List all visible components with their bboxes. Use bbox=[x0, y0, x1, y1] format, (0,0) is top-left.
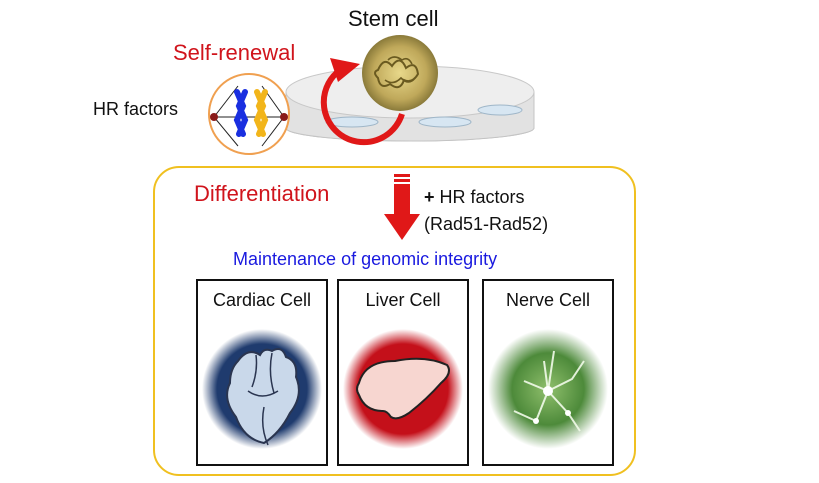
maintenance-label: Maintenance of genomic integrity bbox=[233, 249, 498, 269]
differentiation-label: Differentiation bbox=[194, 181, 330, 206]
differentiation-frame bbox=[153, 166, 636, 476]
stem-cell-icon bbox=[362, 35, 438, 111]
hr-factors-added-label: + HR factors bbox=[424, 187, 525, 208]
liver-cell-title: Liver Cell bbox=[365, 290, 441, 310]
nerve-cell-panel: Nerve Cell bbox=[482, 279, 614, 466]
heart-icon bbox=[202, 329, 322, 449]
plus-sign: + bbox=[424, 187, 435, 207]
neuron-icon bbox=[488, 329, 608, 449]
self-renewal-label: Self-renewal bbox=[173, 40, 296, 65]
chromosome-pair-icon bbox=[208, 73, 290, 155]
cardiac-cell-title: Cardiac Cell bbox=[212, 290, 312, 310]
nerve-cell-title: Nerve Cell bbox=[505, 290, 591, 310]
culture-dish bbox=[285, 65, 535, 142]
liver-icon bbox=[343, 329, 463, 449]
rad-complex-label: (Rad51-Rad52) bbox=[424, 214, 549, 234]
hr-factors-added-text: HR factors bbox=[439, 187, 525, 207]
hr-factors-label: HR factors bbox=[93, 99, 179, 119]
liver-cell-panel: Liver Cell bbox=[337, 279, 469, 466]
cardiac-cell-panel: Cardiac Cell bbox=[196, 279, 328, 466]
stem-cell-label: Stem cell bbox=[348, 6, 439, 31]
self-renewal-arrow bbox=[320, 58, 405, 146]
differentiation-arrow bbox=[384, 174, 420, 240]
